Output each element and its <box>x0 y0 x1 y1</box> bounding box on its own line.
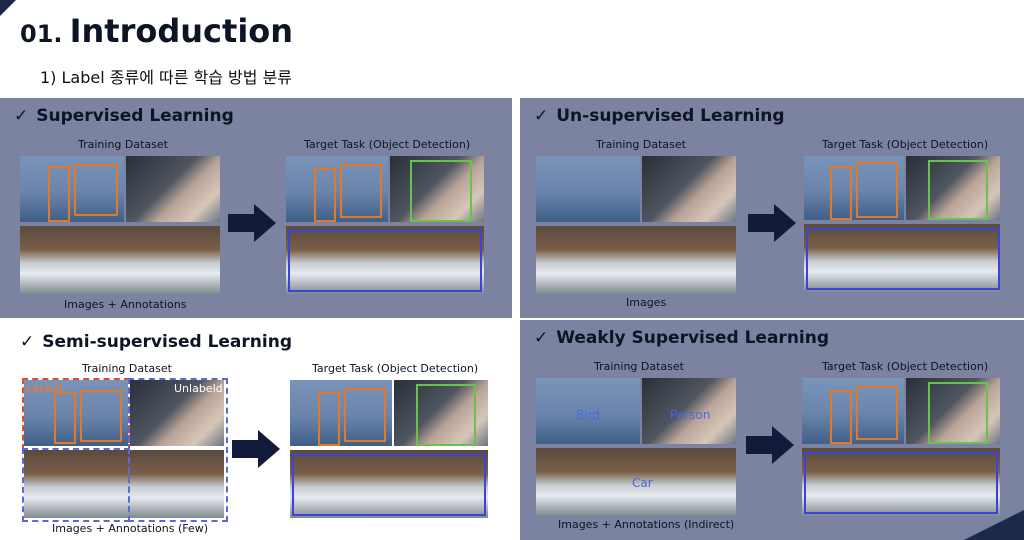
images-annotations-caption: Images + Annotations <box>64 298 186 311</box>
person-bbox <box>410 160 472 222</box>
panel-title: ✓ Supervised Learning <box>14 106 234 126</box>
target-images <box>286 156 484 294</box>
panel-supervised: ✓ Supervised Learning Training Dataset Im… <box>0 98 512 318</box>
page-title: 01. Introduction <box>20 12 293 50</box>
images-caption: Images <box>626 296 666 309</box>
images-annotations-caption: Images + Annotations (Indirect) <box>558 518 734 531</box>
arrow-right-icon <box>228 202 276 244</box>
page-subtitle: 1) Label 종류에 따른 학습 방법 분류 <box>40 64 292 88</box>
unlabeled-tag: Unlabeld <box>174 382 223 395</box>
bird-bbox <box>318 392 340 446</box>
target-images <box>290 380 488 518</box>
panel-title: ✓ Un-supervised Learning <box>534 106 785 126</box>
target-images <box>802 378 1000 516</box>
car-bbox <box>804 452 998 514</box>
woman-image <box>126 156 220 222</box>
images-annotations-caption: Images + Annotations (Few) <box>52 522 208 535</box>
bird-bbox <box>830 390 852 444</box>
bird-image <box>536 156 640 222</box>
target-task-caption: Target Task (Object Detection) <box>822 138 988 151</box>
target-task-caption: Target Task (Object Detection) <box>822 360 988 373</box>
person-label: Person <box>670 408 710 422</box>
training-images <box>536 156 736 294</box>
car-label: Car <box>632 476 653 490</box>
panel-title-text: Supervised Learning <box>36 106 234 126</box>
arrow-right-icon <box>746 424 794 466</box>
check-icon: ✓ <box>20 332 34 352</box>
section-number: 01. <box>20 20 63 48</box>
target-task-caption: Target Task (Object Detection) <box>304 138 470 151</box>
training-dataset-caption: Training Dataset <box>596 138 686 151</box>
unlabeled-region <box>22 448 130 522</box>
panel-title: ✓ Semi-supervised Learning <box>20 332 292 352</box>
training-images <box>20 156 220 294</box>
bird-bbox <box>74 164 118 216</box>
bird-bbox <box>856 162 898 218</box>
woman-image <box>642 156 736 222</box>
bird-bbox <box>830 166 852 220</box>
target-images <box>804 156 1000 292</box>
target-task-caption: Target Task (Object Detection) <box>312 362 478 375</box>
panel-unsupervised: ✓ Un-supervised Learning Training Dataset… <box>520 98 1024 318</box>
panel-title-text: Semi-supervised Learning <box>42 332 292 352</box>
section-title: Introduction <box>70 12 293 50</box>
person-bbox <box>928 160 988 220</box>
car-bbox <box>288 230 482 292</box>
unlabeled-region <box>128 378 228 522</box>
bird-bbox <box>314 168 336 222</box>
car-image <box>20 226 220 294</box>
arrow-right-icon <box>748 202 796 244</box>
labeled-tag: Labeld <box>26 382 63 395</box>
car-bbox <box>292 454 486 516</box>
check-icon: ✓ <box>534 106 548 126</box>
bird-bbox <box>344 388 386 442</box>
bird-bbox <box>340 164 382 218</box>
bird-label: Bird <box>576 408 600 422</box>
training-dataset-caption: Training Dataset <box>78 138 168 151</box>
panel-title-text: Weakly Supervised Learning <box>556 328 829 348</box>
training-dataset-caption: Training Dataset <box>594 360 684 373</box>
corner-decoration-bottom-right <box>964 510 1024 540</box>
panel-title-text: Un-supervised Learning <box>556 106 784 126</box>
training-images <box>536 378 736 516</box>
panel-weakly-supervised: ✓ Weakly Supervised Learning Training Dat… <box>520 320 1024 540</box>
training-dataset-caption: Training Dataset <box>82 362 172 375</box>
panel-title: ✓ Weakly Supervised Learning <box>534 328 829 348</box>
car-image <box>536 226 736 294</box>
check-icon: ✓ <box>14 106 28 126</box>
bird-bbox <box>48 166 70 222</box>
car-bbox <box>806 228 1000 290</box>
panel-semi-supervised: ✓ Semi-supervised Learning Training Datas… <box>0 320 512 540</box>
person-bbox <box>416 384 476 446</box>
bird-bbox <box>856 386 898 440</box>
corner-decoration-top-left <box>0 0 16 16</box>
check-icon: ✓ <box>534 328 548 348</box>
arrow-right-icon <box>232 428 280 470</box>
person-bbox <box>928 382 988 444</box>
